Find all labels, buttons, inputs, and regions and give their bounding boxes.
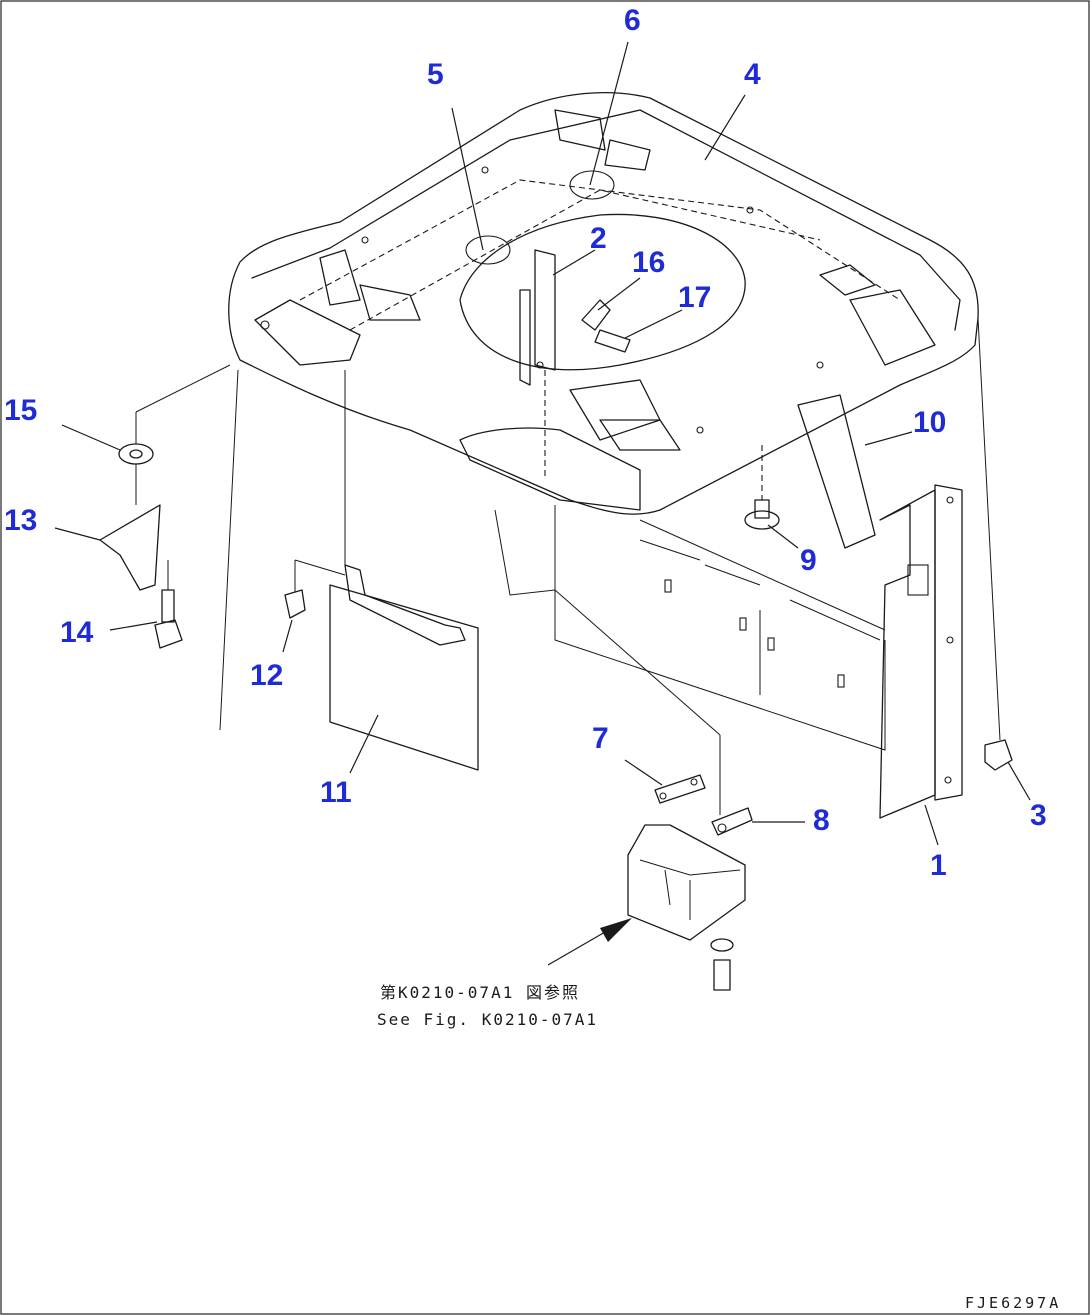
callout-labels: 1 2 3 4 5 6 7 8 9 10 11 12 13 14 15 16 1… <box>4 4 1047 882</box>
callout-3: 3 <box>1030 799 1047 832</box>
lower-duct-cover <box>547 824 746 991</box>
part-3-screw <box>977 317 1013 771</box>
part-16-clip <box>581 299 611 331</box>
callout-17: 17 <box>678 281 711 314</box>
callout-4: 4 <box>744 58 761 91</box>
roof-hole-6 <box>569 170 615 200</box>
callout-13: 13 <box>4 504 37 537</box>
callout-1: 1 <box>930 849 947 882</box>
callout-12: 12 <box>250 659 283 692</box>
part-1-panel <box>879 484 963 819</box>
cab-roof <box>228 92 979 515</box>
part-14-bolt <box>154 560 183 649</box>
callout-14: 14 <box>60 616 94 649</box>
part-2-bracket <box>519 249 556 480</box>
callout-2: 2 <box>590 222 607 255</box>
callout-15: 15 <box>4 394 37 427</box>
side-panel-assembly <box>494 505 886 751</box>
callout-11: 11 <box>320 776 352 809</box>
callout-6: 6 <box>624 4 641 37</box>
part-10-duct <box>797 394 876 549</box>
reference-note-en: See Fig. K0210-07A1 <box>377 1010 598 1029</box>
callout-10: 10 <box>913 406 946 439</box>
part-11-plate <box>294 370 479 771</box>
roof-hole-5 <box>465 235 511 265</box>
leader-lines <box>54 41 1031 846</box>
arrow-head <box>600 918 632 942</box>
assembly-line-left <box>219 369 239 731</box>
part-9-fastener <box>744 445 780 530</box>
part-13-bracket <box>99 504 161 591</box>
callout-9: 9 <box>800 544 817 577</box>
callout-8: 8 <box>813 804 830 837</box>
part-8-plate <box>554 589 753 836</box>
reference-note-jp: 第K0210-07A1 図参照 <box>380 983 580 1002</box>
part-17-pin <box>594 329 631 353</box>
callout-5: 5 <box>427 58 444 91</box>
part-12-nut <box>284 560 306 619</box>
part-15-washer <box>118 364 231 505</box>
part-7-plate <box>654 774 706 804</box>
figure-code: FJE6297A <box>965 1294 1061 1312</box>
callout-7: 7 <box>592 722 609 755</box>
callout-16: 16 <box>632 246 665 279</box>
